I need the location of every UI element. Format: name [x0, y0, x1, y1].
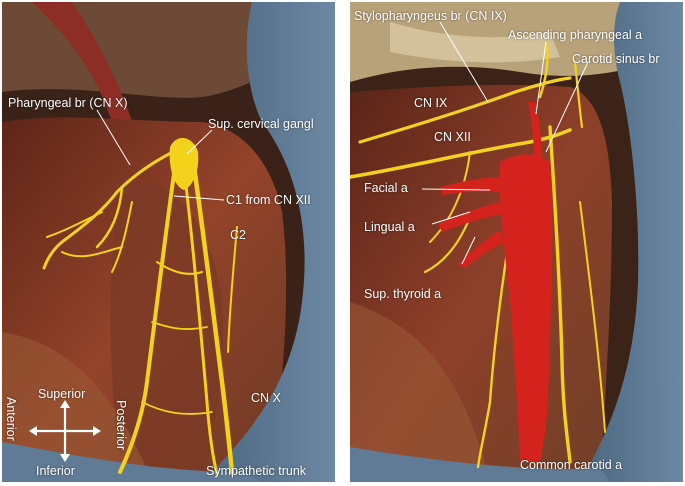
right-dissection-image — [350, 2, 683, 482]
label-cn-x: CN X — [251, 391, 281, 405]
label-sup-cervical-gangl: Sup. cervical gangl — [208, 117, 314, 131]
label-common-carotid-a: Common carotid a — [520, 458, 623, 472]
orientation-posterior: Posterior — [114, 400, 128, 451]
left-dissection-image — [2, 2, 335, 482]
label-sympathetic-trunk: Sympathetic trunk — [206, 464, 307, 478]
orientation-anterior: Anterior — [4, 397, 18, 441]
label-facial-a: Facial a — [364, 181, 408, 195]
label-c1-from-cn-xii: C1 from CN XII — [226, 193, 311, 207]
label-lingual-a: Lingual a — [364, 220, 415, 234]
orientation-inferior: Inferior — [36, 464, 75, 478]
label-stylopharyngeus-br: Stylopharyngeus br (CN IX) — [354, 9, 507, 23]
orientation-superior: Superior — [38, 387, 86, 401]
right-dissection-photo: Stylopharyngeus br (CN IX) Ascending pha… — [350, 2, 683, 482]
label-c2: C2 — [230, 228, 246, 242]
label-cn-ix: CN IX — [414, 96, 448, 110]
label-cn-xii: CN XII — [434, 130, 471, 144]
label-sup-thyroid-a: Sup. thyroid a — [364, 287, 442, 301]
label-pharyngeal-br: Pharyngeal br (CN X) — [8, 96, 128, 110]
label-carotid-sinus-br: Carotid sinus br — [572, 52, 660, 66]
label-ascending-pharyngeal-a: Ascending pharyngeal a — [508, 28, 643, 42]
left-dissection-photo: Pharyngeal br (CN X) Sup. cervical gangl… — [2, 2, 335, 482]
